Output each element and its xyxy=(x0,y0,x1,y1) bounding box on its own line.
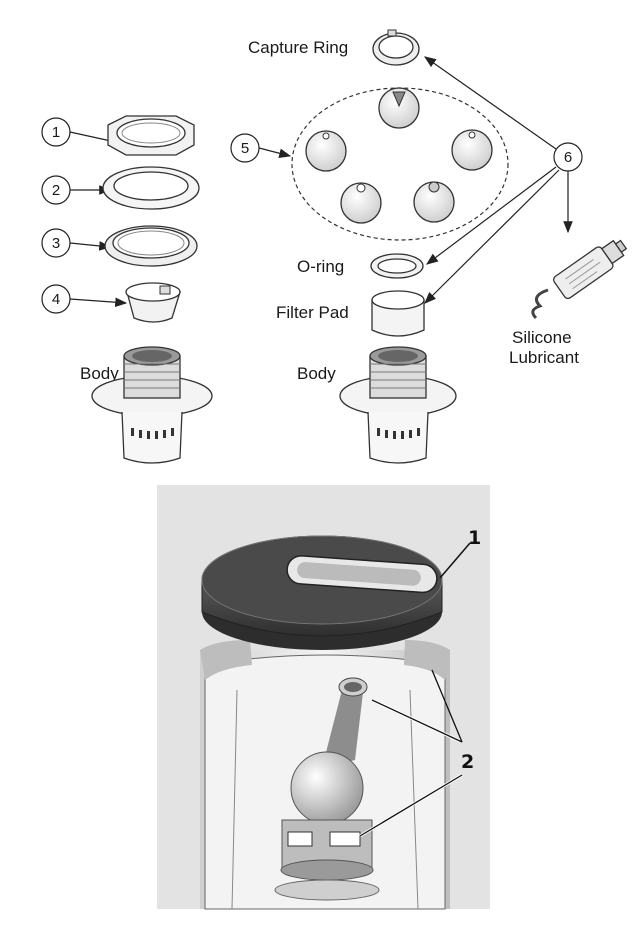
gasket xyxy=(102,166,200,210)
body-right xyxy=(339,346,457,464)
capture-ring-label: Capture Ring xyxy=(248,38,348,57)
tube-crimp xyxy=(531,288,549,320)
svg-text:3: 3 xyxy=(52,235,60,252)
nozzle-ball-group xyxy=(291,87,509,241)
hex-nut xyxy=(107,115,195,156)
cup xyxy=(125,282,181,323)
svg-text:6: 6 xyxy=(564,149,572,166)
svg-text:5: 5 xyxy=(241,140,249,157)
body-left xyxy=(91,346,213,464)
callout-2: 2 xyxy=(41,175,112,205)
silicone-label-line1: Silicone xyxy=(512,328,572,347)
callout-5: 5 xyxy=(230,133,292,163)
capture-ring xyxy=(372,29,420,66)
photo-callout-2: 2 xyxy=(461,751,474,773)
svg-text:4: 4 xyxy=(52,291,60,308)
callout-4: 4 xyxy=(41,284,128,314)
o-ring xyxy=(370,253,424,279)
photo-callout-1: 1 xyxy=(468,527,481,549)
washer xyxy=(104,225,198,267)
body-label-left: Body xyxy=(80,364,119,383)
svg-text:1: 1 xyxy=(52,124,60,141)
silicone-label-line2: Lubricant xyxy=(509,348,579,367)
body-label-right: Body xyxy=(297,364,336,383)
callout-6: 6 xyxy=(424,56,583,304)
o-ring-label: O-ring xyxy=(297,257,344,276)
svg-text:2: 2 xyxy=(52,182,60,199)
filter-pad xyxy=(371,290,425,337)
silicone-lubricant-tube xyxy=(552,239,628,300)
callout-3: 3 xyxy=(41,228,112,258)
installed-view-photo: 1 2 xyxy=(157,485,490,910)
filter-pad-label: Filter Pad xyxy=(276,303,349,322)
